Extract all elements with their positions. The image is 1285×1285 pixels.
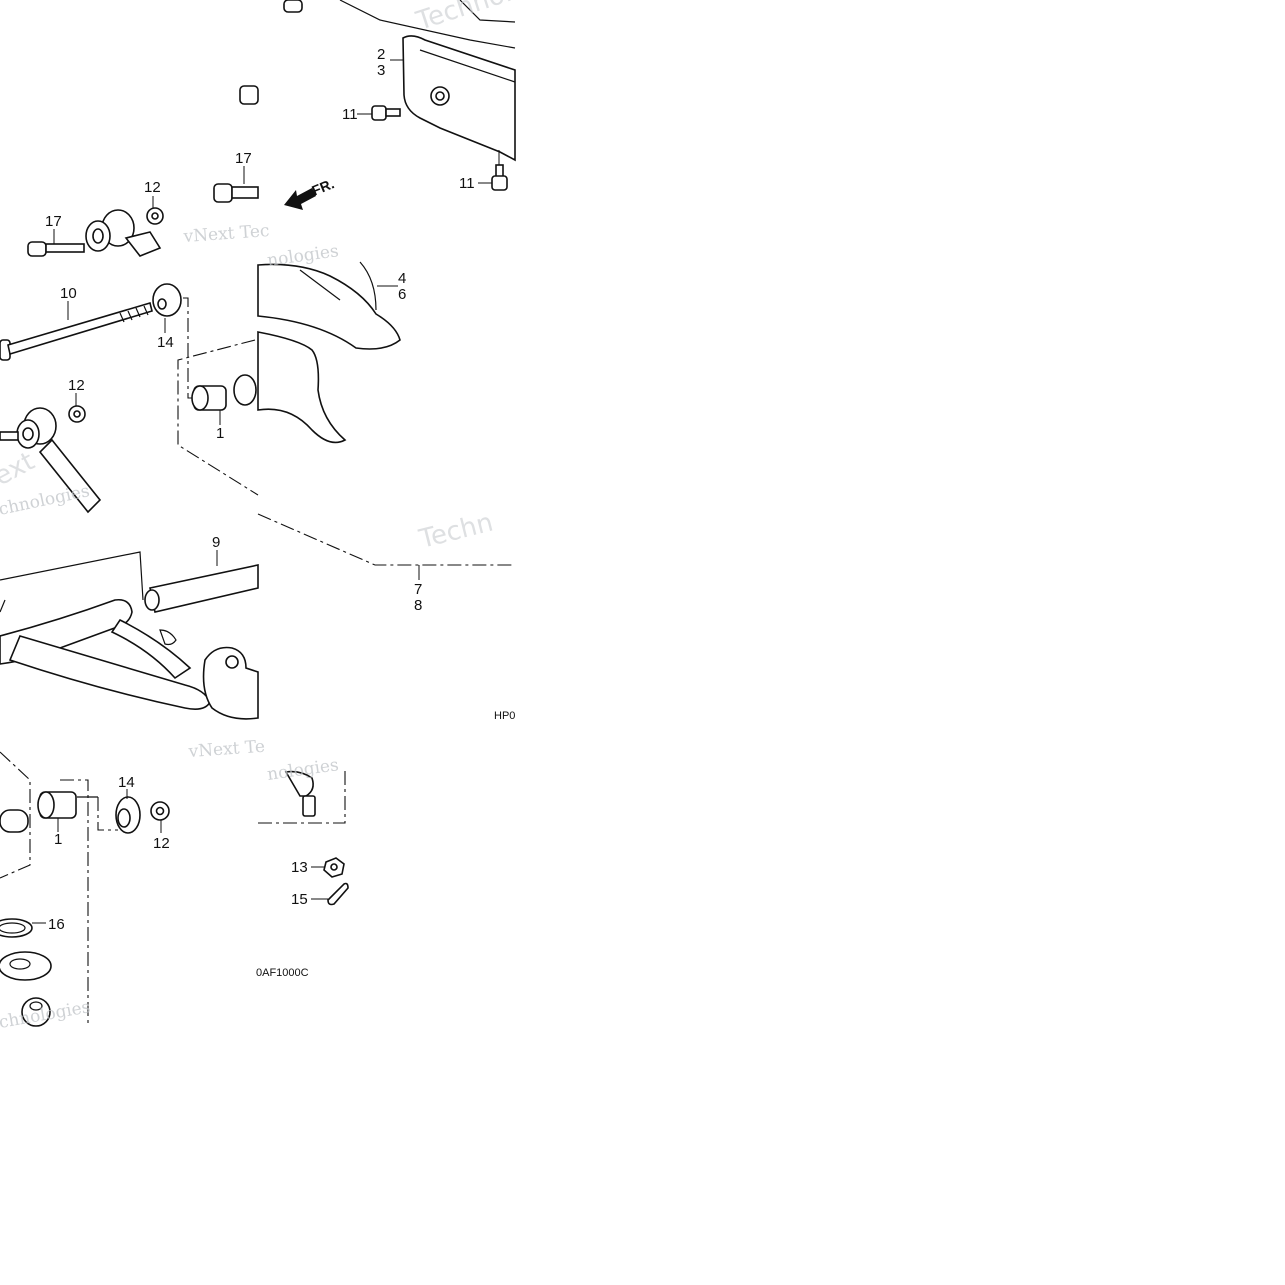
diagram-code: HP0 xyxy=(494,710,515,722)
watermark: vNext Tec xyxy=(182,221,270,247)
watermark: chnologies xyxy=(0,481,91,520)
nut-12-mid xyxy=(68,405,86,423)
callout-3: 3 xyxy=(377,62,385,79)
callout-17: 17 xyxy=(235,150,252,167)
tile-top-left xyxy=(27,85,259,257)
bolt-head xyxy=(239,85,259,105)
callout-1: 1 xyxy=(216,425,224,442)
watermark: Technologies xyxy=(412,0,581,37)
callout-11: 11 xyxy=(342,106,358,123)
ball-joint-boot xyxy=(0,951,52,1027)
bolt-top xyxy=(283,0,303,13)
collar-14-upper xyxy=(152,283,182,317)
tile-lower-right xyxy=(258,770,349,906)
arm-bushing-upper xyxy=(85,209,162,257)
callout-13: 13 xyxy=(291,859,308,876)
skid-plate xyxy=(402,35,516,162)
callouts: 2 3 11 11 17 12 17 4 6 10 14 12 1 9 7 8 … xyxy=(45,46,475,933)
tile-middle-right xyxy=(257,261,515,580)
diagram-code: 0AF1000C xyxy=(256,967,309,979)
bushing-1-lower xyxy=(37,791,77,819)
callout-12: 12 xyxy=(68,377,85,394)
bolt-11-lower xyxy=(491,164,508,191)
lower-a-arm xyxy=(0,598,259,720)
callout-12: 12 xyxy=(153,835,170,852)
bolt-17-left xyxy=(27,241,85,257)
ball-joint-bracket xyxy=(202,646,259,720)
callout-2: 2 xyxy=(377,46,385,63)
watermark: vNext Te xyxy=(187,737,266,762)
tile-middle-left xyxy=(0,283,259,514)
tile-lower-left xyxy=(0,550,259,1027)
callout-4: 4 xyxy=(398,270,406,287)
pipe-9 xyxy=(144,564,259,613)
callout-1: 1 xyxy=(54,831,62,848)
nut-12-top xyxy=(146,207,164,225)
callout-12: 12 xyxy=(144,179,161,196)
watermarks: vNext Tec vNext Te nologies nologies Tec… xyxy=(0,0,581,1033)
front-arrow-icon xyxy=(284,188,316,210)
callout-16: 16 xyxy=(48,916,65,933)
watermark: ext xyxy=(0,446,40,492)
callout-7: 7 xyxy=(414,581,422,598)
callout-14: 14 xyxy=(157,334,174,351)
front-arrow-label: FR. xyxy=(309,175,336,198)
callout-6: 6 xyxy=(398,286,406,303)
arm-bushing-mid xyxy=(0,407,102,514)
callout-15: 15 xyxy=(291,891,308,908)
castle-nut-13 xyxy=(323,857,345,878)
bolt-11-upper xyxy=(371,105,401,121)
bolt-10 xyxy=(0,301,153,361)
callout-9: 9 xyxy=(212,534,220,551)
ball-joint xyxy=(284,770,316,817)
cotter-pin-15 xyxy=(327,882,349,906)
nut-12-lower xyxy=(150,801,170,821)
bushing-1-upper xyxy=(191,374,257,411)
callout-10: 10 xyxy=(60,285,77,302)
callout-8: 8 xyxy=(414,597,422,614)
seal-16 xyxy=(0,918,33,938)
collar-14-lower xyxy=(115,796,141,834)
watermark: Techn xyxy=(415,508,496,555)
callout-14: 14 xyxy=(118,774,135,791)
bolt-17-right xyxy=(213,183,259,203)
fender-bracket xyxy=(257,331,347,444)
callout-17: 17 xyxy=(45,213,62,230)
lower-arm-mount xyxy=(257,263,401,350)
tile-top-right xyxy=(283,0,516,210)
callout-11: 11 xyxy=(459,175,475,192)
